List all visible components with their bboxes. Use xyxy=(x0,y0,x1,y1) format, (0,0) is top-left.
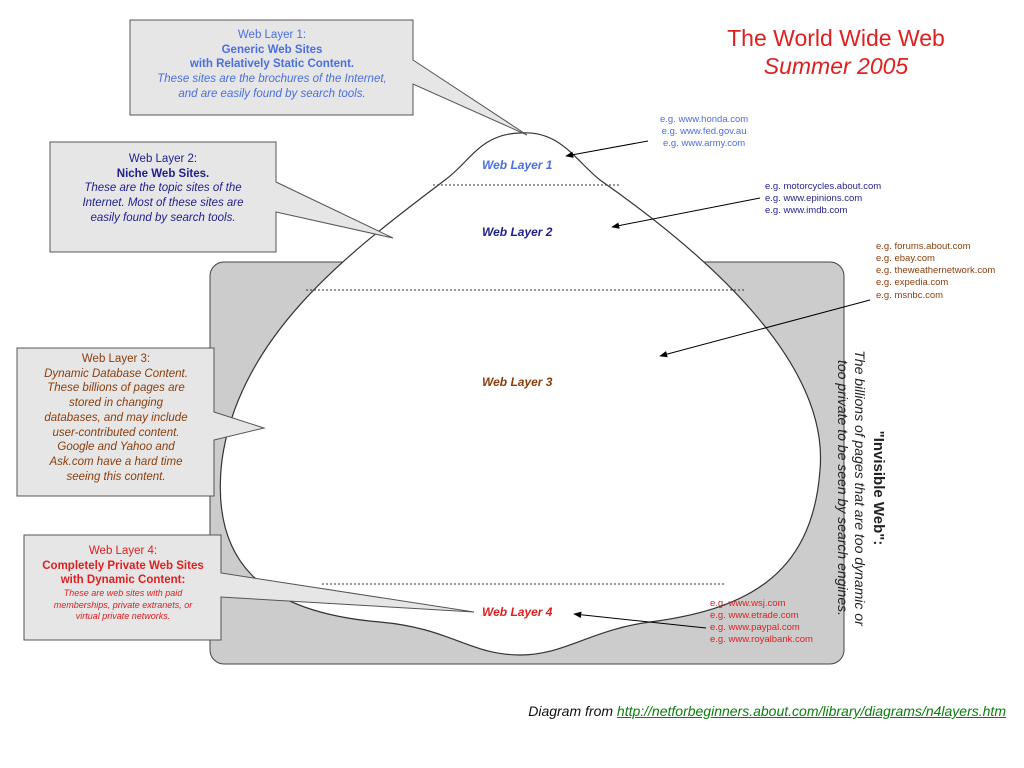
callout-layer3-heading: Web Layer 3: xyxy=(81,353,151,365)
example-item: e.g. theweathernetwork.com xyxy=(876,265,996,277)
callout-layer3-desc8: seeing this content. xyxy=(66,470,166,483)
example-item: e.g. msnbc.com xyxy=(876,289,944,301)
callout-layer3-text: Web Layer 3: Dynamic Database Content. T… xyxy=(19,352,213,484)
arrow-layer4 xyxy=(573,611,707,629)
arrow-layer2 xyxy=(611,197,761,229)
callout-layer3-desc7: Ask.com have a hard time xyxy=(49,456,183,469)
callout-layer4-text: Web Layer 4: Completely Private Web Site… xyxy=(26,544,220,623)
examples-layer3: e.g. forums.about.com e.g. ebay.com e.g.… xyxy=(876,241,995,302)
callout-layer2-desc3: easily found by search tools. xyxy=(90,211,236,224)
example-item: e.g. www.honda.com xyxy=(660,114,749,125)
example-item: e.g. www.imdb.com xyxy=(765,205,848,217)
callout-layer3-desc5: user-contributed content. xyxy=(52,426,180,439)
example-item: e.g. www.royalbank.com xyxy=(710,634,813,646)
callout-layer1-bold1: Generic Web Sites xyxy=(221,43,323,56)
examples-layer4: e.g. www.wsj.com e.g. www.etrade.com e.g… xyxy=(710,598,813,647)
callout-layer2-bold: Niche Web Sites. xyxy=(116,167,210,180)
callout-layer2-desc2: Internet. Most of these sites are xyxy=(82,197,244,210)
callout-layer4-desc2: memberships, private extranets, or xyxy=(53,599,193,610)
arrow-layer1 xyxy=(565,140,649,158)
source-link[interactable]: http://netforbeginners.about.com/library… xyxy=(616,703,1006,719)
example-item: e.g. www.fed.gov.au xyxy=(661,126,747,138)
example-item: e.g. www.etrade.com xyxy=(710,610,799,622)
invisible-web-note: "Invisible Web": The billions of pages t… xyxy=(833,318,887,658)
example-item: e.g. www.army.com xyxy=(663,138,746,150)
callout-layer2-box xyxy=(49,141,394,253)
callout-layer3-desc4: databases, and may include xyxy=(44,411,188,424)
layer4-label: Web Layer 4 xyxy=(482,605,553,619)
invisible-web-desc1: The billions of pages that are too dynam… xyxy=(852,350,869,626)
callout-layer4-desc1: These are web sites with paid xyxy=(63,588,183,599)
example-item: e.g. www.epinions.com xyxy=(765,193,863,205)
callout-layer2-text: Web Layer 2: Niche Web Sites. These are … xyxy=(52,152,274,226)
title-line1: The World Wide Web xyxy=(727,25,945,51)
example-item: e.g. www.wsj.com xyxy=(710,598,786,609)
source-prefix: Diagram from xyxy=(528,703,617,719)
layer3-label: Web Layer 3 xyxy=(482,375,553,389)
callout-layer4-bold2: with Dynamic Content: xyxy=(60,574,186,587)
source-credit: Diagram from http://netforbeginners.abou… xyxy=(528,703,1006,719)
callout-layer2-heading: Web Layer 2: xyxy=(128,153,198,165)
example-item: e.g. www.paypal.com xyxy=(710,622,800,634)
callout-layer3-desc6: Google and Yahoo and xyxy=(57,441,175,454)
arrow-layer3 xyxy=(659,299,871,358)
callout-layer1-box xyxy=(129,19,528,136)
layer2-label: Web Layer 2 xyxy=(482,225,553,239)
callout-layer1-text: Web Layer 1: Generic Web Sites with Rela… xyxy=(132,28,412,102)
web-teardrop-shape xyxy=(219,132,822,656)
diagram-title: The World Wide Web Summer 2005 xyxy=(706,25,966,80)
callout-layer1-bold2: with Relatively Static Content. xyxy=(189,58,355,71)
layer1-label: Web Layer 1 xyxy=(482,158,553,172)
callout-layer1-desc2: and are easily found by search tools. xyxy=(178,87,366,100)
callout-layer3-desc2: These billions of pages are xyxy=(47,382,185,395)
invisible-web-heading: "Invisible Web": xyxy=(869,430,887,546)
callout-layer4-box xyxy=(23,534,475,641)
example-item: e.g. expedia.com xyxy=(876,277,949,289)
examples-layer2: e.g. motorcycles.about.com e.g. www.epin… xyxy=(765,181,881,217)
title-line2: Summer 2005 xyxy=(763,52,909,79)
callout-layer3-box xyxy=(16,347,266,497)
callout-layer4-bold1: Completely Private Web Sites xyxy=(42,559,204,572)
callout-layer1-desc1: These sites are the brochures of the Int… xyxy=(157,73,387,86)
callout-layer4-desc3: virtual private networks. xyxy=(75,611,171,622)
callout-layer3-desc3: stored in changing xyxy=(69,397,163,410)
invisible-web-desc2: too private to be seen by search engines… xyxy=(834,359,851,617)
example-item: e.g. forums.about.com xyxy=(876,241,971,252)
callout-layer1-heading: Web Layer 1: xyxy=(237,29,307,41)
example-item: e.g. ebay.com xyxy=(876,253,935,265)
example-item: e.g. motorcycles.about.com xyxy=(765,181,882,192)
examples-layer1: e.g. www.honda.com e.g. www.fed.gov.au e… xyxy=(660,114,748,150)
callout-layer4-heading: Web Layer 4: xyxy=(88,545,158,557)
callout-layer3-desc1: Dynamic Database Content. xyxy=(44,367,188,380)
callout-layer2-desc1: These are the topic sites of the xyxy=(84,182,242,195)
